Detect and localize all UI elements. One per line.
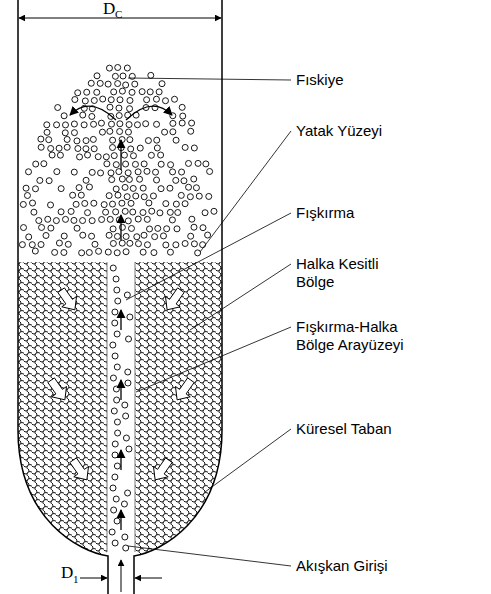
dimension-arrow (135, 578, 162, 579)
part-label: Fışkırma (296, 204, 446, 222)
inlet-arrow (121, 560, 122, 592)
annulus-bed (18, 262, 222, 556)
part-label: Fışkırma-Halka Bölge Arayüzeyi (296, 318, 431, 354)
dimension-subscript: C (115, 8, 125, 20)
part-label: Halka Kesitli Bölge (296, 255, 411, 291)
part-label: Yatak Yüzeyi (296, 122, 446, 140)
vessel-wall (18, 0, 108, 594)
fountain-particles (19, 64, 217, 255)
dimension-symbol: D (103, 0, 117, 18)
dimension-arrow (80, 578, 107, 579)
spout-channel (107, 262, 135, 556)
part-label: Fıskiye (296, 71, 446, 89)
dimension-subscript: 1 (73, 573, 81, 585)
leader-lines (126, 78, 291, 566)
spout-particles (109, 265, 133, 551)
part-label: Akışkan Girişi (296, 557, 446, 575)
dimension-symbol: D (61, 564, 75, 582)
part-label: Küresel Taban (296, 420, 446, 438)
spout-annulus-interface (135, 262, 136, 552)
flow-arrows (44, 106, 199, 530)
vessel-wall (134, 0, 222, 594)
spout-annulus-interface (107, 262, 108, 552)
